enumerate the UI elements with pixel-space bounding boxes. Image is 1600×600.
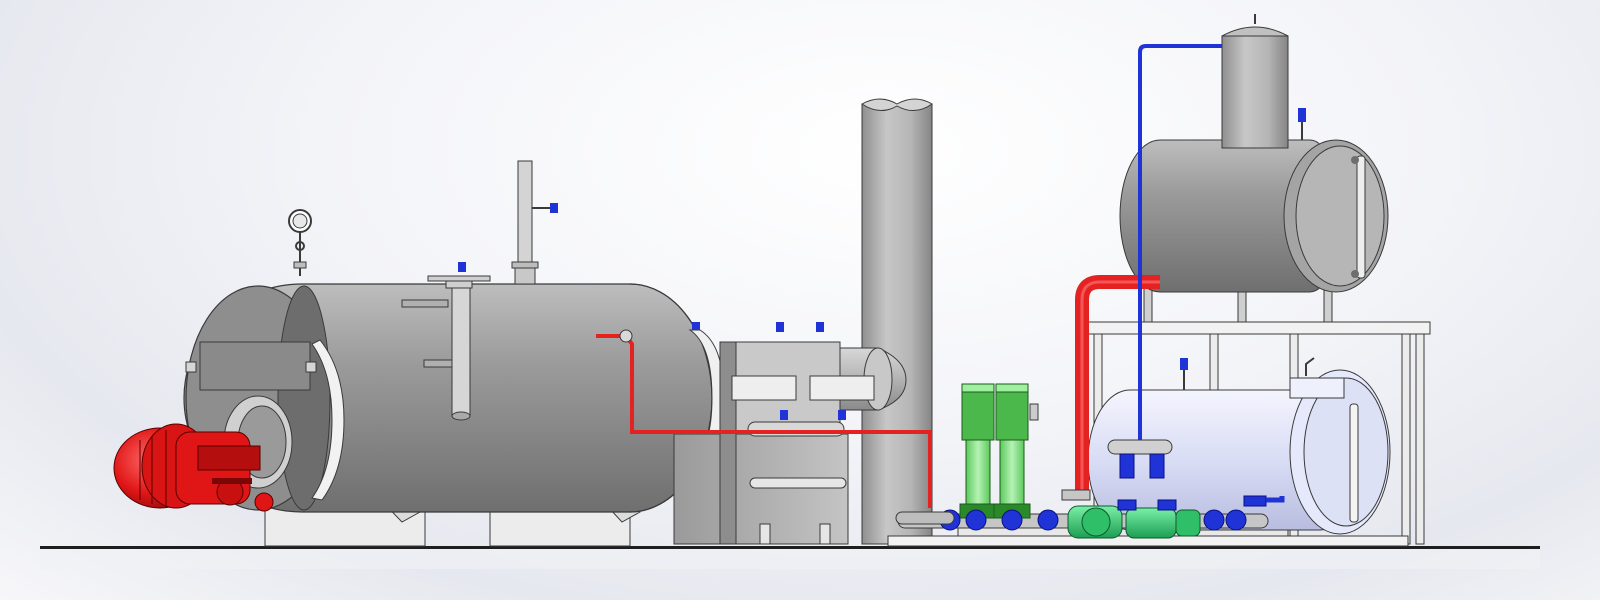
horizontal-boiler-shell-icon xyxy=(183,160,725,547)
feedwater-tank-icon xyxy=(1087,357,1391,535)
ground-line xyxy=(40,546,1540,569)
burner-icon xyxy=(113,423,274,512)
motor-pump-icon xyxy=(1061,489,1247,539)
stack-drain-pipe xyxy=(895,511,955,525)
vent-dome-icon xyxy=(1221,14,1289,149)
deaerator-tank-icon xyxy=(1119,108,1389,323)
chimney-stack-icon xyxy=(837,98,933,545)
pipe-hot-icon xyxy=(596,275,1160,508)
vertical-pump-icon xyxy=(939,383,1059,531)
economizer-box-icon xyxy=(673,322,875,545)
pipe-cold-icon xyxy=(1107,44,1285,507)
